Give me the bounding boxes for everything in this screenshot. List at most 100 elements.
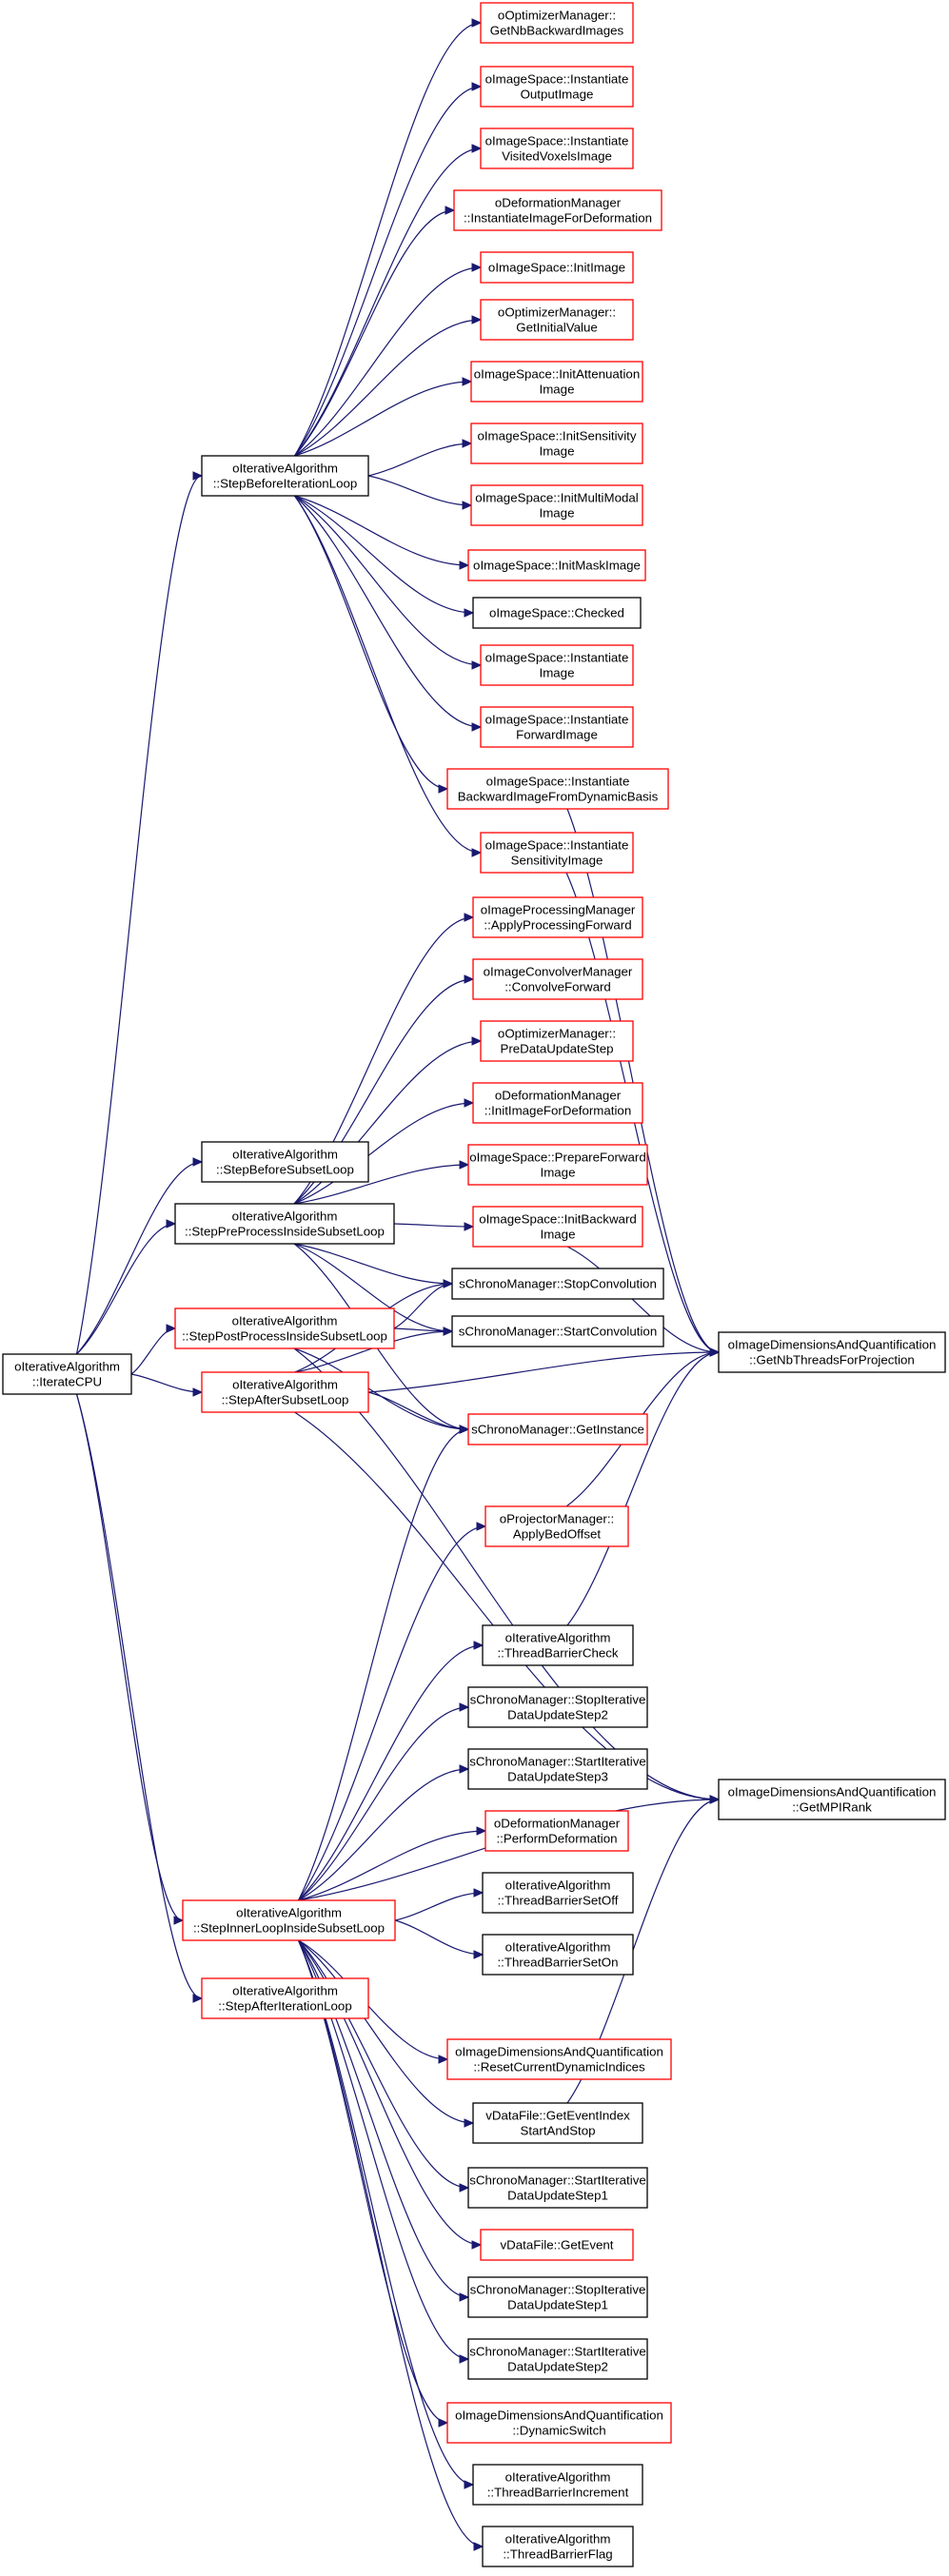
node-label: oImageSpace::Instantiate [486, 775, 630, 789]
node-box [484, 1505, 629, 1547]
edge-step-inner-loop-inside-subset-loop-to-start-iterative-data-update-step3 [298, 1768, 469, 1901]
node-get-nb-threads-for-projection[interactable]: oImageDimensionsAndQuantification::GetNb… [718, 1331, 946, 1373]
edge-step-pre-process-inside-subset-loop-to-prepare-forward-image [293, 1164, 469, 1205]
node-start-iterative-data-update-step3[interactable]: sChronoManager::StartIterativeDataUpdate… [467, 1748, 648, 1790]
node-step-after-iteration-loop[interactable]: oIterativeAlgorithm::StepAfterIterationL… [201, 1977, 369, 2019]
arrowhead [438, 2055, 449, 2064]
node-get-nb-backward-images[interactable]: oOptimizerManager::GetNbBackwardImages [480, 2, 634, 44]
node-thread-barrier-set-on[interactable]: oIterativeAlgorithm::ThreadBarrierSetOn [482, 1934, 634, 1976]
node-start-convolution[interactable]: sChronoManager::StartConvolution [451, 1315, 664, 1347]
node-get-instance[interactable]: sChronoManager::GetInstance [467, 1413, 648, 1445]
node-apply-processing-forward[interactable]: oImageProcessingManager::ApplyProcessing… [472, 896, 643, 938]
node-get-initial-value[interactable]: oOptimizerManager::GetInitialValue [480, 299, 634, 341]
edge-init-backward-image-to-get-nb-threads-for-projection [566, 1246, 720, 1353]
edge-step-before-iteration-loop-to-init-attenuation-image [294, 381, 472, 457]
node-checked[interactable]: oImageSpace::Checked [472, 597, 642, 629]
edge-iterate-cpu-to-step-post-process-inside-subset-loop [130, 1327, 176, 1375]
node-apply-bed-offset[interactable]: oProjectorManager::ApplyBedOffset [484, 1505, 629, 1547]
node-label: Image [540, 666, 575, 680]
node-thread-barrier-check[interactable]: oIterativeAlgorithm::ThreadBarrierCheck [482, 1624, 634, 1666]
node-get-mpi-rank[interactable]: oImageDimensionsAndQuantification::GetMP… [718, 1779, 946, 1820]
arrowhead [471, 315, 483, 324]
arrowhead [459, 1425, 470, 1434]
edge-step-inner-loop-inside-subset-loop-to-get-instance [297, 1428, 469, 1901]
node-thread-barrier-flag[interactable]: oIterativeAlgorithm::ThreadBarrierFlag [482, 2526, 634, 2567]
node-convolve-forward[interactable]: oImageConvolverManager::ConvolveForward [472, 958, 643, 1000]
node-instantiate-image[interactable]: oImageSpace::InstantiateImage [480, 644, 634, 686]
arrowhead [464, 974, 475, 984]
node-iterate-cpu[interactable]: oIterativeAlgorithm::IterateCPU [2, 1353, 132, 1395]
node-step-before-subset-loop[interactable]: oIterativeAlgorithm::StepBeforeSubsetLoo… [201, 1141, 369, 1183]
node-step-before-iteration-loop[interactable]: oIterativeAlgorithm::StepBeforeIteration… [201, 455, 369, 497]
node-instantiate-image-for-deformation[interactable]: oDeformationManager::InstantiateImageFor… [453, 189, 662, 231]
node-init-mask-image[interactable]: oImageSpace::InitMaskImage [467, 549, 646, 581]
node-label: ::DynamicSwitch [512, 2424, 605, 2438]
edge-step-pre-process-inside-subset-loop-to-stop-convolution [293, 1243, 453, 1285]
node-label: oIterativeAlgorithm [505, 1631, 611, 1645]
arrowhead [459, 1160, 470, 1170]
node-label: DataUpdateStep1 [507, 2189, 608, 2203]
arrowhead [464, 608, 475, 618]
node-stop-convolution[interactable]: sChronoManager::StopConvolution [451, 1268, 664, 1300]
node-label: ::ThreadBarrierSetOn [497, 1956, 618, 1970]
node-label: ::StepInnerLoopInsideSubsetLoop [193, 1921, 385, 1936]
node-instantiate-backward-image-from-dynamic-basis[interactable]: oImageSpace::InstantiateBackwardImageFro… [446, 768, 669, 810]
node-label: ::GetMPIRank [792, 1800, 872, 1815]
node-label: ApplyBedOffset [513, 1527, 601, 1542]
arrowhead [459, 2292, 470, 2302]
node-step-post-process-inside-subset-loop[interactable]: oIterativeAlgorithm::StepPostProcessInsi… [174, 1308, 395, 1349]
edge-step-before-iteration-loop-to-get-initial-value [294, 319, 482, 457]
node-step-inner-loop-inside-subset-loop[interactable]: oIterativeAlgorithm::StepInnerLoopInside… [182, 1899, 396, 1941]
node-box [446, 2402, 672, 2444]
node-label: oOptimizerManager:: [498, 305, 616, 320]
arrowhead [166, 1324, 177, 1333]
node-step-after-subset-loop[interactable]: oIterativeAlgorithm::StepAfterSubsetLoop [201, 1371, 369, 1413]
node-label: ::ConvolveForward [504, 980, 611, 994]
node-label: DataUpdateStep2 [507, 2360, 608, 2374]
node-box [467, 2276, 648, 2318]
edge-step-inner-loop-inside-subset-loop-to-thread-barrier-check [298, 1644, 484, 1901]
arrowhead [464, 1098, 475, 1108]
node-box [472, 2464, 643, 2506]
node-label: ::ThreadBarrierCheck [497, 1646, 618, 1661]
node-thread-barrier-increment[interactable]: oIterativeAlgorithm::ThreadBarrierIncrem… [472, 2464, 643, 2506]
arrowhead [443, 1327, 454, 1336]
arrowhead [192, 1157, 204, 1167]
node-stop-iterative-data-update-step2[interactable]: sChronoManager::StopIterativeDataUpdateS… [467, 1686, 648, 1728]
node-init-image[interactable]: oImageSpace::InitImage [480, 251, 634, 284]
node-pre-data-update-step[interactable]: oOptimizerManager::PreDataUpdateStep [480, 1020, 634, 1062]
arrowhead [473, 1641, 484, 1650]
node-dynamic-switch[interactable]: oImageDimensionsAndQuantification::Dynam… [446, 2402, 672, 2444]
node-start-iterative-data-update-step1[interactable]: sChronoManager::StartIterativeDataUpdate… [467, 2167, 648, 2209]
node-label: oIterativeAlgorithm [505, 2532, 611, 2547]
node-label: oImageSpace::InitBackward [479, 1212, 637, 1227]
arrowhead [192, 1994, 204, 2003]
arrowhead [473, 1950, 484, 1959]
node-thread-barrier-set-off[interactable]: oIterativeAlgorithm::ThreadBarrierSetOff [482, 1872, 634, 1914]
node-label: Image [540, 506, 575, 521]
node-box [482, 1624, 634, 1666]
edge-step-pre-process-inside-subset-loop-to-init-image-for-deformation [293, 1102, 474, 1205]
node-reset-current-dynamic-indices[interactable]: oImageDimensionsAndQuantification::Reset… [446, 2038, 672, 2080]
node-get-event[interactable]: vDataFile::GetEvent [480, 2229, 634, 2261]
node-instantiate-visited-voxels-image[interactable]: oImageSpace::InstantiateVisitedVoxelsIma… [480, 128, 634, 169]
node-step-pre-process-inside-subset-loop[interactable]: oIterativeAlgorithm::StepPreProcessInsid… [174, 1203, 395, 1245]
node-label: oIterativeAlgorithm [232, 462, 338, 476]
node-box [467, 2338, 648, 2380]
node-label: ::StepAfterIterationLoop [218, 1999, 351, 2014]
arrowhead [471, 82, 483, 91]
node-init-image-for-deformation[interactable]: oDeformationManager::InitImageForDeforma… [472, 1082, 643, 1124]
node-start-iterative-data-update-step2[interactable]: sChronoManager::StartIterativeDataUpdate… [467, 2338, 648, 2380]
node-perform-deformation[interactable]: oDeformationManager::PerformDeformation [484, 1810, 629, 1852]
node-label: sChronoManager::StopIterative [470, 2283, 646, 2297]
node-stop-iterative-data-update-step1[interactable]: sChronoManager::StopIterativeDataUpdateS… [467, 2276, 648, 2318]
